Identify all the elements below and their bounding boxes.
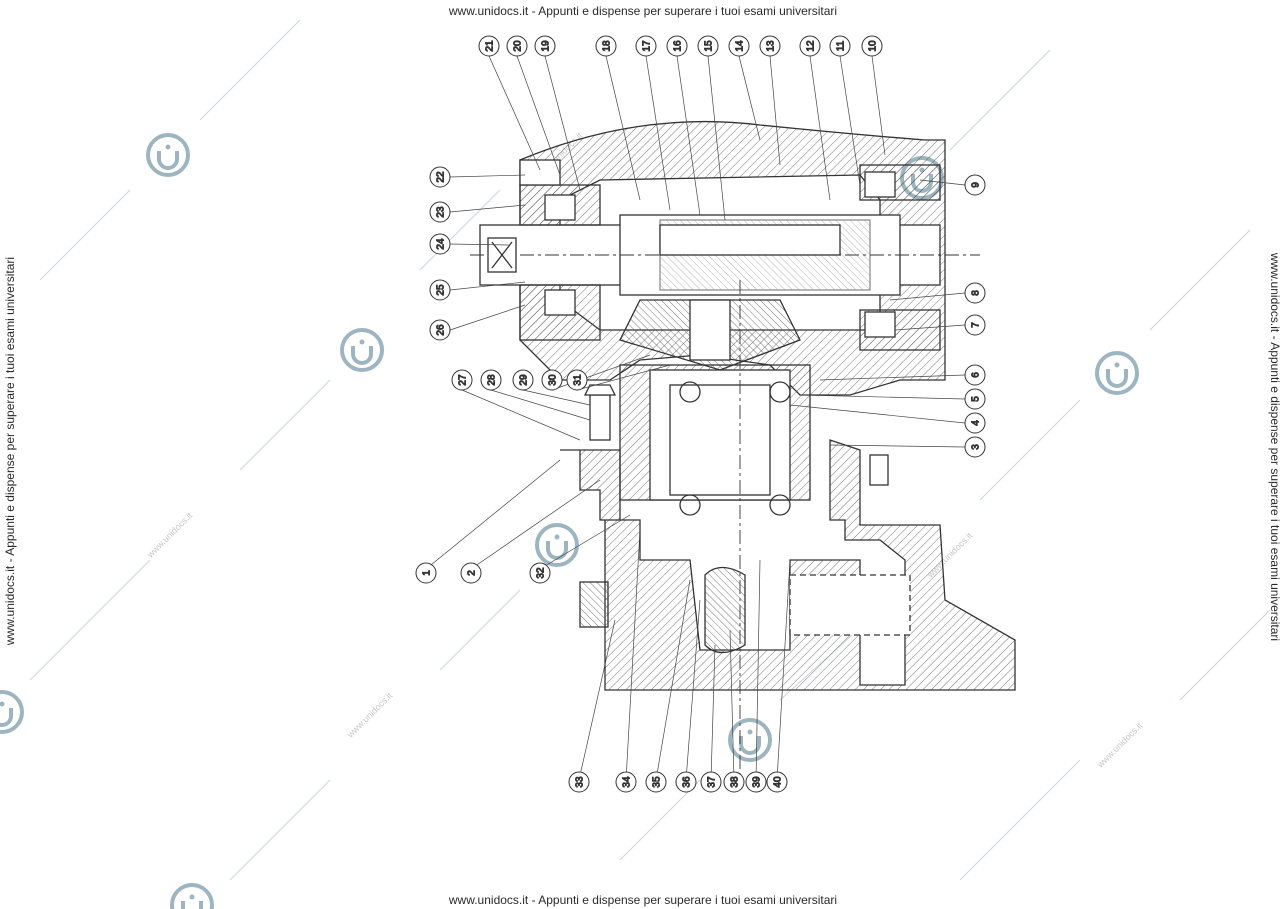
svg-text:39: 39: [752, 776, 763, 788]
svg-text:18: 18: [602, 40, 613, 52]
svg-text:25: 25: [436, 284, 447, 296]
svg-text:14: 14: [735, 40, 746, 52]
callout-31: 31: [566, 369, 588, 391]
svg-text:37: 37: [707, 776, 718, 788]
svg-text:22: 22: [436, 171, 447, 183]
callout-40: 40: [766, 771, 788, 793]
svg-text:15: 15: [704, 40, 715, 52]
callout-17: 17: [635, 35, 657, 57]
svg-text:3: 3: [971, 444, 982, 450]
callout-21: 21: [478, 35, 500, 57]
callout-2: 2: [460, 562, 482, 584]
callout-30: 30: [541, 369, 563, 391]
svg-text:26: 26: [436, 324, 447, 336]
callout-3: 3: [964, 436, 986, 458]
callout-16: 16: [666, 35, 688, 57]
gearbox-assembly: [470, 120, 1016, 780]
svg-text:28: 28: [487, 374, 498, 386]
part-callouts: 21 20 19 18 17 16 15 14 13 12 11 10 9 8 …: [415, 35, 986, 793]
callout-32: 32: [529, 562, 551, 584]
watermark-top: www.unidocs.it - Appunti e dispense per …: [448, 4, 838, 18]
svg-text:4: 4: [971, 420, 982, 426]
callout-14: 14: [728, 35, 750, 57]
callout-7: 7: [964, 314, 986, 336]
svg-text:21: 21: [485, 40, 496, 52]
svg-text:5: 5: [971, 396, 982, 402]
svg-text:8: 8: [971, 290, 982, 296]
callout-5: 5: [964, 388, 986, 410]
svg-text:24: 24: [436, 238, 447, 250]
callout-28: 28: [480, 369, 502, 391]
callout-12: 12: [799, 35, 821, 57]
callout-27: 27: [451, 369, 473, 391]
watermark-bottom: www.unidocs.it - Appunti e dispense per …: [448, 893, 838, 907]
svg-text:29: 29: [519, 374, 530, 386]
callout-23: 23: [429, 201, 451, 223]
svg-text:27: 27: [458, 374, 469, 386]
svg-text:6: 6: [971, 372, 982, 378]
callout-19: 19: [534, 35, 556, 57]
svg-text:13: 13: [766, 40, 777, 52]
callout-6: 6: [964, 364, 986, 386]
callout-9: 9: [964, 174, 986, 196]
svg-text:35: 35: [652, 776, 663, 788]
callout-29: 29: [512, 369, 534, 391]
leader-lines: [425, 55, 966, 781]
callout-22: 22: [429, 166, 451, 188]
callout-11: 11: [829, 35, 851, 57]
callout-33: 33: [568, 771, 590, 793]
callout-26: 26: [429, 319, 451, 341]
callout-18: 18: [595, 35, 617, 57]
svg-text:2: 2: [467, 570, 478, 576]
svg-text:23: 23: [436, 206, 447, 218]
svg-text:33: 33: [575, 776, 586, 788]
callout-24: 24: [429, 233, 451, 255]
svg-text:31: 31: [573, 374, 584, 386]
callout-13: 13: [759, 35, 781, 57]
svg-text:7: 7: [971, 322, 982, 328]
svg-text:9: 9: [971, 182, 982, 188]
callout-10: 10: [861, 35, 883, 57]
callout-38: 38: [723, 771, 745, 793]
svg-text:1: 1: [422, 570, 433, 576]
svg-text:36: 36: [682, 776, 693, 788]
callout-36: 36: [675, 771, 697, 793]
callout-20: 20: [506, 35, 528, 57]
callout-34: 34: [615, 771, 637, 793]
callout-4: 4: [964, 412, 986, 434]
svg-text:10: 10: [868, 40, 879, 52]
svg-text:19: 19: [541, 40, 552, 52]
callout-15: 15: [697, 35, 719, 57]
svg-text:20: 20: [513, 40, 524, 52]
callout-39: 39: [745, 771, 767, 793]
callout-25: 25: [429, 279, 451, 301]
svg-text:32: 32: [536, 567, 547, 579]
svg-text:17: 17: [642, 40, 653, 52]
callout-35: 35: [645, 771, 667, 793]
callout-8: 8: [964, 282, 986, 304]
callout-37: 37: [700, 771, 722, 793]
svg-text:40: 40: [773, 776, 784, 788]
svg-text:16: 16: [673, 40, 684, 52]
svg-text:34: 34: [622, 776, 633, 788]
svg-text:12: 12: [806, 40, 817, 52]
svg-text:38: 38: [730, 776, 741, 788]
callout-1: 1: [415, 562, 437, 584]
svg-text:11: 11: [836, 40, 847, 51]
svg-text:30: 30: [548, 374, 559, 386]
